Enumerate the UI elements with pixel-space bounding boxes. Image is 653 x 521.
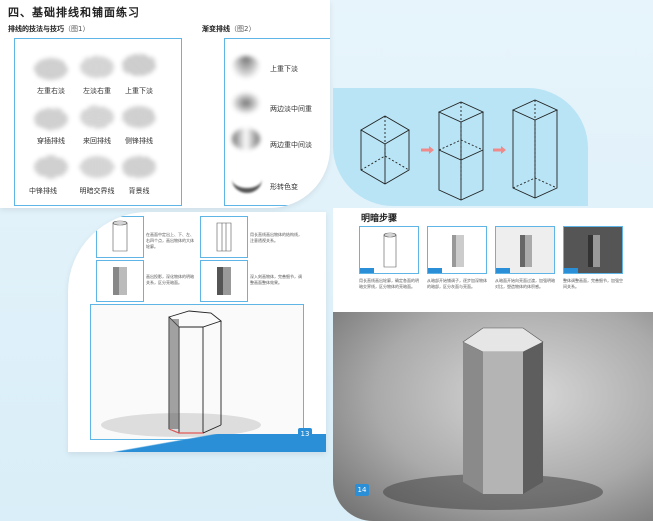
gradient-sample [232,166,262,193]
stroke-label: 中锋排线 [29,187,57,195]
gradient-hatching-box [224,38,330,206]
stroke-sample [80,56,114,78]
step-description: 整体调整画面，完善细节，加强空间关系。 [563,278,623,289]
hexagonal-prism-drawing [90,304,304,440]
gradient-label: 形转色变 [270,183,298,191]
step-tag [360,268,374,273]
stroke-sample [80,156,114,178]
hexagonal-prism-steps-page: 在画面中定出上、下、左、右四个点，画出物体的大体轮廓。 用长直线画出物体的结构线… [68,212,326,452]
hexagonal-prism-shading-drawing [333,312,653,521]
gradient-label: 两边淡中间重 [270,105,312,113]
stroke-sample [34,108,68,130]
stroke-sample [34,156,68,178]
stroke-label: 侧锋排线 [125,137,153,145]
step-thumbnail [495,226,555,274]
step-tag [496,268,510,273]
gradient-label: 两边重中间淡 [270,141,312,149]
step-thumbnail [563,226,623,274]
stroke-sample [80,106,114,128]
gradient-label: 上重下淡 [270,65,298,73]
stroke-label: 明暗交界线 [79,187,115,195]
stroke-label: 左重右淡 [37,87,65,95]
stroke-sample [122,54,156,76]
section-hatching-techniques-label: 排线的技法与技巧（图1） [8,25,90,33]
hatching-techniques-page: 四、基础排线和铺面练习 排线的技法与技巧（图1） 渐变排线（图2） 左重右淡 左… [0,0,330,208]
stroke-label: 左淡右重 [83,87,111,95]
step-description: 在画面中定出上、下、左、右四个点，画出物体的大体轮廓。 [146,232,194,249]
stroke-label: 来回排线 [83,137,111,145]
cube-construction-panel [333,88,588,206]
stroke-label: 背景线 [128,187,150,195]
step-tag [428,268,442,273]
page-number: 13 [298,428,312,440]
section-gradient-hatching-label: 渐变排线（图2） [202,25,256,33]
step-description: 用长直线画出物体的结构线，注意透视关系。 [250,232,302,243]
step-description: 从暗面开始向亮面过渡，加强明暗对比，塑造物体的体积感。 [495,278,555,289]
gradient-sample [232,128,260,150]
step-description: 从暗部开始铺调子，逐步加深物体的暗部，区分灰面与亮面。 [427,278,487,289]
gradient-sample [232,56,260,78]
cube-construction-illustration [360,99,559,201]
stroke-sample [122,156,156,178]
page-title: 明暗步骤 [361,214,398,224]
step-description: 深入刻画物体，完善细节，调整画面整体效果。 [250,274,302,285]
decorative-footer-band [68,434,326,452]
step-thumbnail [359,226,419,274]
gradient-sample [232,92,260,114]
shading-steps-page: 明暗步骤 用长直线画出轮廓，确定各面的明暗交界线，区分物体的亮暗面。 从暗部开始… [333,208,653,521]
stroke-label: 上重下淡 [125,87,153,95]
page-title: 四、基础排线和铺面练习 [8,6,140,19]
step-thumbnail [200,216,248,258]
step-thumbnail [96,260,144,302]
step-thumbnail [96,216,144,258]
stroke-sample [34,58,68,80]
stroke-sample [122,106,156,128]
page-number: 14 [355,484,369,496]
step-description: 用长直线画出轮廓，确定各面的明暗交界线，区分物体的亮暗面。 [359,278,419,289]
hatching-techniques-box [14,38,182,206]
step-description: 画出投影，深化物体的明暗关系，区分亮暗面。 [146,274,194,285]
step-thumbnail [427,226,487,274]
step-tag [564,268,578,273]
step-thumbnail [200,260,248,302]
stroke-label: 穿插排线 [37,137,65,145]
